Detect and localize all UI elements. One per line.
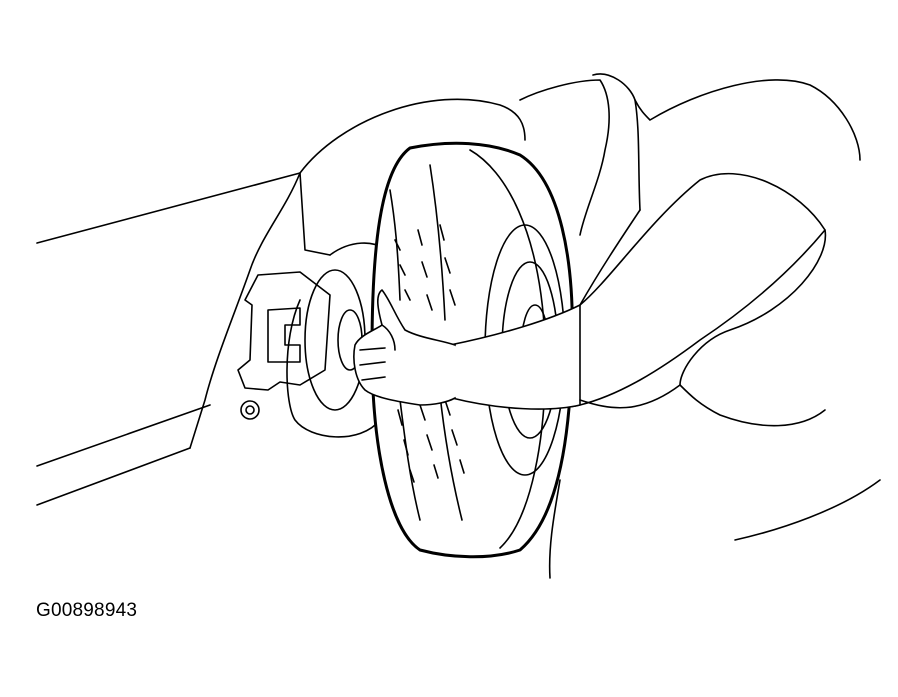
brake-caliper: [237, 271, 331, 420]
caliper-body: [237, 271, 331, 391]
person-leg-lower: [548, 479, 561, 579]
hand-outline: [353, 289, 456, 406]
left-arm-shoulder: [579, 209, 641, 306]
tread-groove: [399, 399, 421, 521]
thumb-line: [381, 324, 396, 351]
finger-line: [361, 376, 386, 381]
tread-line: [419, 404, 439, 479]
caliper-slot: [267, 307, 301, 363]
fender-edge: [299, 172, 331, 256]
rotor-hub: [304, 269, 366, 411]
person-back: [679, 229, 827, 386]
tread-groove: [439, 394, 463, 521]
finger-line: [359, 361, 386, 366]
rotor-outer: [286, 242, 386, 438]
vehicle-body: [36, 98, 526, 506]
hand: [353, 289, 456, 406]
caliper-bolt-inner: [245, 405, 255, 415]
figure-id-label: G00898943: [36, 600, 138, 621]
person-shoulder-outline: [592, 73, 861, 161]
fender-arch-inner: [189, 172, 301, 449]
right-arm: [446, 172, 826, 410]
person-leg: [734, 479, 881, 541]
person-chest: [634, 99, 641, 211]
body-bottom-line: [36, 447, 191, 506]
tread-line: [439, 224, 456, 306]
finger-line: [359, 347, 386, 351]
caliper-bolt: [240, 400, 260, 420]
right-arm-upper: [547, 172, 826, 408]
left-arm-outline: [579, 384, 681, 409]
body-upper-line: [36, 172, 301, 244]
body-lower-line: [36, 404, 211, 467]
tire-tread: [389, 164, 465, 521]
person-side: [679, 384, 826, 427]
tread-groove: [389, 189, 401, 301]
person: [519, 73, 881, 579]
right-forearm: [449, 304, 581, 410]
fender-arch-outer: [299, 98, 526, 174]
tread-groove: [429, 164, 446, 321]
person-neck: [519, 79, 610, 236]
left-arm: [579, 209, 681, 409]
tread-line: [417, 229, 433, 311]
